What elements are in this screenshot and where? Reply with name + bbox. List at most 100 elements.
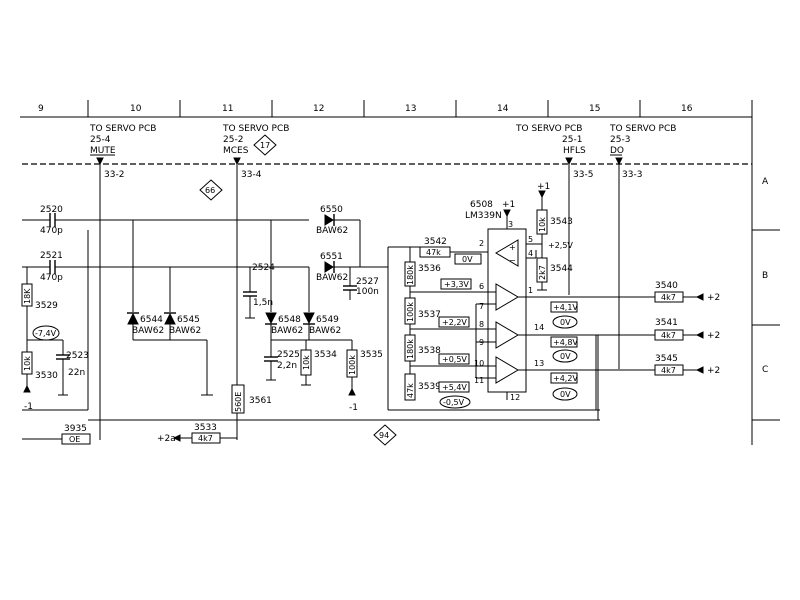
resistor-3530: 10k 3530 -1 bbox=[21, 351, 58, 412]
svg-text:0V: 0V bbox=[560, 352, 571, 361]
voltage-label-0v-c: 0V bbox=[552, 387, 578, 401]
svg-text:180k: 180k bbox=[406, 265, 415, 285]
svg-text:3539: 3539 bbox=[418, 382, 441, 392]
voltage-label-0v-b: 0V bbox=[552, 349, 578, 363]
svg-text:47k: 47k bbox=[426, 248, 441, 257]
svg-text:470p: 470p bbox=[40, 273, 63, 283]
svg-text:OE: OE bbox=[69, 435, 80, 444]
svg-text:2523: 2523 bbox=[66, 351, 89, 361]
connector-number: 25-1 bbox=[562, 135, 582, 145]
svg-text:BAW62: BAW62 bbox=[169, 326, 201, 336]
svg-text:BAW62: BAW62 bbox=[316, 273, 348, 283]
resistor-3529: 18K 3529 bbox=[21, 267, 58, 352]
svg-text:8: 8 bbox=[479, 320, 484, 329]
voltage-label-4v8: +4,8V bbox=[550, 336, 578, 348]
connector-signal: MCES bbox=[223, 146, 249, 156]
connector-number: 25-3 bbox=[610, 135, 630, 145]
capacitor-2520: 2520 470p bbox=[22, 205, 63, 236]
voltage-label-3v3: +3,3V bbox=[440, 278, 472, 290]
resistor-3542: 3542 47k bbox=[419, 237, 488, 258]
svg-text:12: 12 bbox=[510, 393, 520, 402]
svg-text:+4,8V: +4,8V bbox=[553, 338, 578, 347]
svg-text:4k7: 4k7 bbox=[661, 331, 676, 340]
svg-text:3: 3 bbox=[508, 220, 513, 229]
connector-title: TO SERVO PCB bbox=[515, 124, 582, 134]
svg-text:3538: 3538 bbox=[418, 346, 441, 356]
svg-text:1: 1 bbox=[528, 286, 533, 295]
svg-text:3534: 3534 bbox=[314, 350, 337, 360]
svg-text:100n: 100n bbox=[356, 287, 379, 297]
voltage-label-5v4: +5,4V bbox=[438, 381, 470, 393]
svg-text:47k: 47k bbox=[406, 383, 415, 398]
svg-text:+4,2V: +4,2V bbox=[553, 374, 578, 383]
connector-mute: TO SERVO PCB 25-4 MUTE 33-2 bbox=[89, 124, 156, 440]
svg-text:3544: 3544 bbox=[550, 264, 573, 274]
supply-plus1: +1 bbox=[537, 182, 550, 210]
column-label: 11 bbox=[222, 104, 233, 114]
svg-text:560E: 560E bbox=[234, 392, 243, 412]
svg-text:13: 13 bbox=[534, 359, 544, 368]
svg-text:3530: 3530 bbox=[35, 371, 58, 381]
connector-title: TO SERVO PCB bbox=[609, 124, 676, 134]
svg-text:22n: 22n bbox=[68, 368, 85, 378]
svg-text:3535: 3535 bbox=[360, 350, 383, 360]
resistor-3545: 3545 4k7 +2 bbox=[654, 354, 720, 376]
connector-pin: 33-3 bbox=[622, 170, 642, 180]
svg-text:2520: 2520 bbox=[40, 205, 63, 215]
column-label: 10 bbox=[130, 104, 142, 114]
svg-text:5: 5 bbox=[528, 235, 533, 244]
ic-6508: 6508 +1 LM339N 3 12 + − 2 5 4 1 6 7 8 9 … bbox=[465, 200, 544, 402]
svg-text:3536: 3536 bbox=[418, 264, 441, 274]
voltage-label-neg74: -7,4V bbox=[32, 325, 60, 341]
voltage-label-neg0v5: -0,5V bbox=[439, 395, 471, 409]
resistor-3541: 3541 4k7 +2 bbox=[654, 318, 720, 341]
column-label: 14 bbox=[497, 104, 509, 114]
svg-text:6544: 6544 bbox=[140, 315, 163, 325]
svg-text:4: 4 bbox=[528, 249, 533, 258]
svg-text:6545: 6545 bbox=[177, 315, 200, 325]
ic-part: LM339N bbox=[465, 211, 502, 221]
svg-text:6548: 6548 bbox=[278, 315, 301, 325]
svg-text:2: 2 bbox=[479, 239, 484, 248]
resistor-3538: 180k 3538 bbox=[404, 334, 441, 362]
block-3935: 3935 OE bbox=[22, 424, 91, 445]
svg-text:10k: 10k bbox=[302, 355, 311, 370]
svg-text:2527: 2527 bbox=[356, 277, 379, 287]
svg-text:BAW62: BAW62 bbox=[271, 326, 303, 336]
svg-text:6: 6 bbox=[479, 282, 484, 291]
svg-text:3529: 3529 bbox=[35, 301, 58, 311]
svg-text:3537: 3537 bbox=[418, 310, 441, 320]
connector-signal: MUTE bbox=[90, 146, 116, 156]
voltage-label-0v-in: 0V bbox=[454, 253, 482, 265]
svg-text:2525: 2525 bbox=[277, 350, 300, 360]
connector-pin: 33-5 bbox=[573, 170, 593, 180]
svg-text:+2: +2 bbox=[707, 293, 720, 303]
diode-6549: 6549 BAW62 bbox=[303, 267, 341, 340]
svg-text:−: − bbox=[509, 256, 516, 265]
row-label: C bbox=[762, 365, 768, 375]
column-label: 12 bbox=[313, 104, 324, 114]
resistor-3544: 2k7 3544 bbox=[536, 257, 573, 283]
voltage-label-0v-a: 0V bbox=[552, 315, 578, 329]
svg-text:4k7: 4k7 bbox=[661, 366, 676, 375]
svg-text:100k: 100k bbox=[348, 355, 357, 375]
svg-text:11: 11 bbox=[474, 376, 484, 385]
ic-supply: +1 bbox=[502, 200, 515, 210]
resistor-3535: 100k 3535 -1 bbox=[346, 340, 383, 413]
row-label: A bbox=[762, 177, 769, 187]
resistor-3540: 3540 4k7 +2 bbox=[654, 281, 720, 303]
connector-number: 25-4 bbox=[90, 135, 111, 145]
svg-text:6550: 6550 bbox=[320, 205, 343, 215]
capacitor-2527: 2527 100n bbox=[343, 267, 379, 300]
voltage-label-4v1: +4,1V bbox=[550, 301, 578, 313]
svg-text:10k: 10k bbox=[23, 356, 32, 371]
diode-6545: 6545 BAW62 bbox=[164, 267, 201, 340]
svg-text:BAW62: BAW62 bbox=[316, 226, 348, 236]
frame: 9 10 11 12 13 14 15 16 A B C bbox=[20, 100, 780, 445]
voltage-label-2v5: +2,5V bbox=[548, 241, 573, 250]
svg-text:0V: 0V bbox=[462, 255, 473, 264]
resistor-3561: 560E 3561 bbox=[231, 384, 272, 414]
svg-text:+0,5V: +0,5V bbox=[442, 355, 467, 364]
svg-text:-7,4V: -7,4V bbox=[35, 329, 57, 338]
